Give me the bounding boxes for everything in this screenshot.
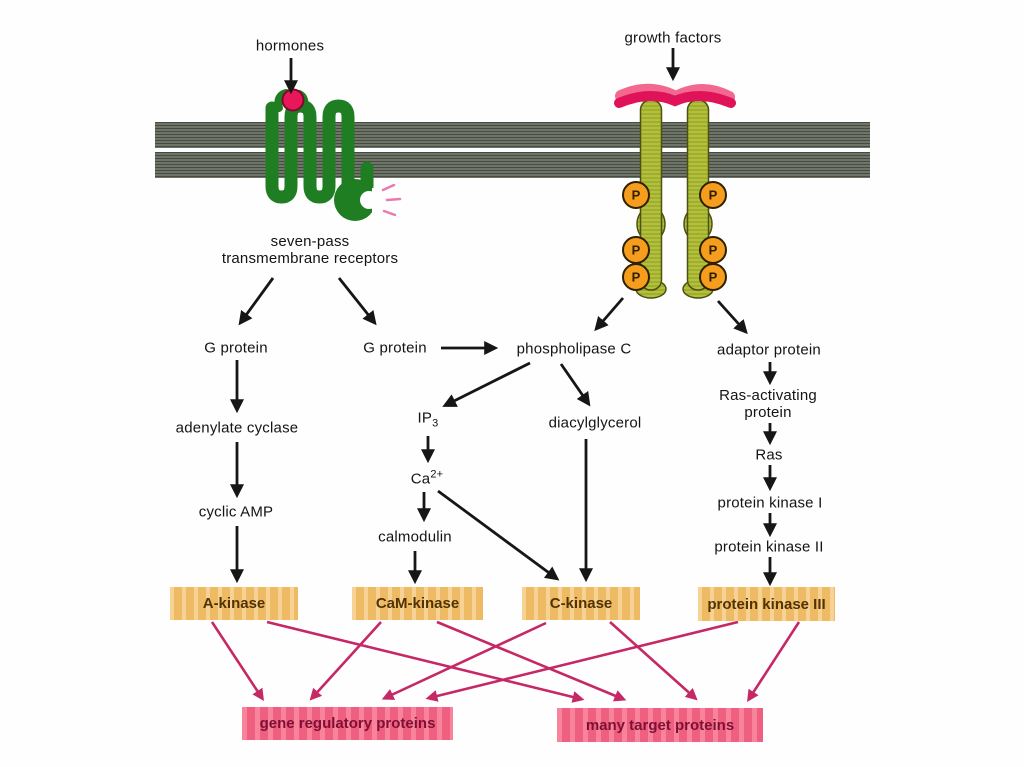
phosphate-icon: P bbox=[699, 236, 727, 264]
box-gene-regulatory-proteins: gene regulatory proteins bbox=[242, 707, 453, 740]
node-protein-kinase-1: protein kinase I bbox=[717, 494, 823, 512]
arrow-receptors-to-g-protein-mid bbox=[337, 277, 377, 326]
node-calmodulin: calmodulin bbox=[378, 528, 452, 546]
svg-text:P: P bbox=[632, 270, 641, 285]
growth-factor-ligand-icon bbox=[614, 83, 736, 108]
phosphate-icon: P bbox=[622, 181, 650, 209]
node-g-protein-left: G protein bbox=[204, 339, 268, 357]
arrow-protein-kinase-3-to-gene-regulatory bbox=[425, 620, 739, 702]
phosphate-icon: P bbox=[622, 236, 650, 264]
node-protein-kinase-2: protein kinase II bbox=[714, 538, 824, 556]
seven-pass-receptor-icon bbox=[265, 88, 402, 221]
growth-factors-label: growth factors bbox=[624, 29, 722, 47]
arrow-cam-kinase-to-gene-regulatory bbox=[309, 621, 382, 701]
hormones-label: hormones bbox=[255, 37, 325, 55]
hormone-ligand-icon bbox=[281, 88, 305, 112]
arrow-c-kinase-to-many-target bbox=[609, 621, 698, 701]
phosphate-icon: P bbox=[699, 263, 727, 291]
arrow-a-kinase-to-many-target bbox=[266, 620, 585, 703]
arrow-a-kinase-to-gene-regulatory bbox=[210, 621, 264, 701]
arrow-phospholipase-c-to-ip3 bbox=[442, 361, 531, 407]
phosphate-icon: P bbox=[622, 263, 650, 291]
ip3-subscript: 3 bbox=[432, 417, 439, 430]
svg-text:P: P bbox=[632, 188, 641, 203]
arrow-cam-kinase-to-many-target bbox=[436, 620, 627, 702]
ca-base: Ca bbox=[410, 470, 431, 488]
phosphate-icon: P bbox=[699, 181, 727, 209]
box-a-kinase: A-kinase bbox=[170, 587, 298, 620]
svg-text:P: P bbox=[632, 243, 641, 258]
arrow-protein-kinase-3-to-many-target bbox=[747, 621, 801, 703]
ca-superscript: 2+ bbox=[430, 468, 444, 481]
node-ca: Ca2+ bbox=[411, 467, 444, 488]
node-phospholipase-c: phospholipase C bbox=[516, 340, 632, 358]
receptor-caption: seven-pass transmembrane receptors bbox=[221, 233, 399, 267]
arrow-rtk-to-adaptor-protein bbox=[716, 300, 748, 335]
svg-text:P: P bbox=[709, 270, 718, 285]
box-protein-kinase-3: protein kinase III bbox=[698, 587, 835, 621]
arrow-c-kinase-to-gene-regulatory bbox=[381, 621, 547, 700]
arrow-phospholipase-c-to-diacylglycerol bbox=[559, 363, 591, 407]
node-adenylate-cyclase: adenylate cyclase bbox=[175, 419, 299, 437]
arrow-ca-to-c-kinase bbox=[437, 489, 560, 581]
arrow-rtk-to-phospholipase-c bbox=[594, 297, 625, 332]
svg-text:P: P bbox=[709, 188, 718, 203]
node-ras: Ras bbox=[755, 446, 783, 464]
box-many-target-proteins: many target proteins bbox=[557, 708, 763, 742]
node-diacylglycerol: diacylglycerol bbox=[548, 414, 642, 432]
node-cyclic-amp: cyclic AMP bbox=[198, 503, 274, 521]
node-adaptor-protein: adaptor protein bbox=[717, 341, 821, 359]
ip3-base: IP bbox=[417, 409, 433, 427]
node-ip3: IP3 bbox=[418, 410, 439, 433]
receptor-activation-sparks bbox=[381, 183, 402, 217]
node-ras-activating-protein: Ras-activating protein bbox=[719, 387, 817, 421]
box-c-kinase: C-kinase bbox=[522, 587, 640, 620]
svg-text:P: P bbox=[709, 243, 718, 258]
box-cam-kinase: CaM-kinase bbox=[352, 587, 483, 620]
receptor-foot bbox=[334, 179, 376, 221]
arrow-receptors-to-g-protein-left bbox=[238, 277, 275, 326]
node-g-protein-mid: G protein bbox=[363, 339, 427, 357]
